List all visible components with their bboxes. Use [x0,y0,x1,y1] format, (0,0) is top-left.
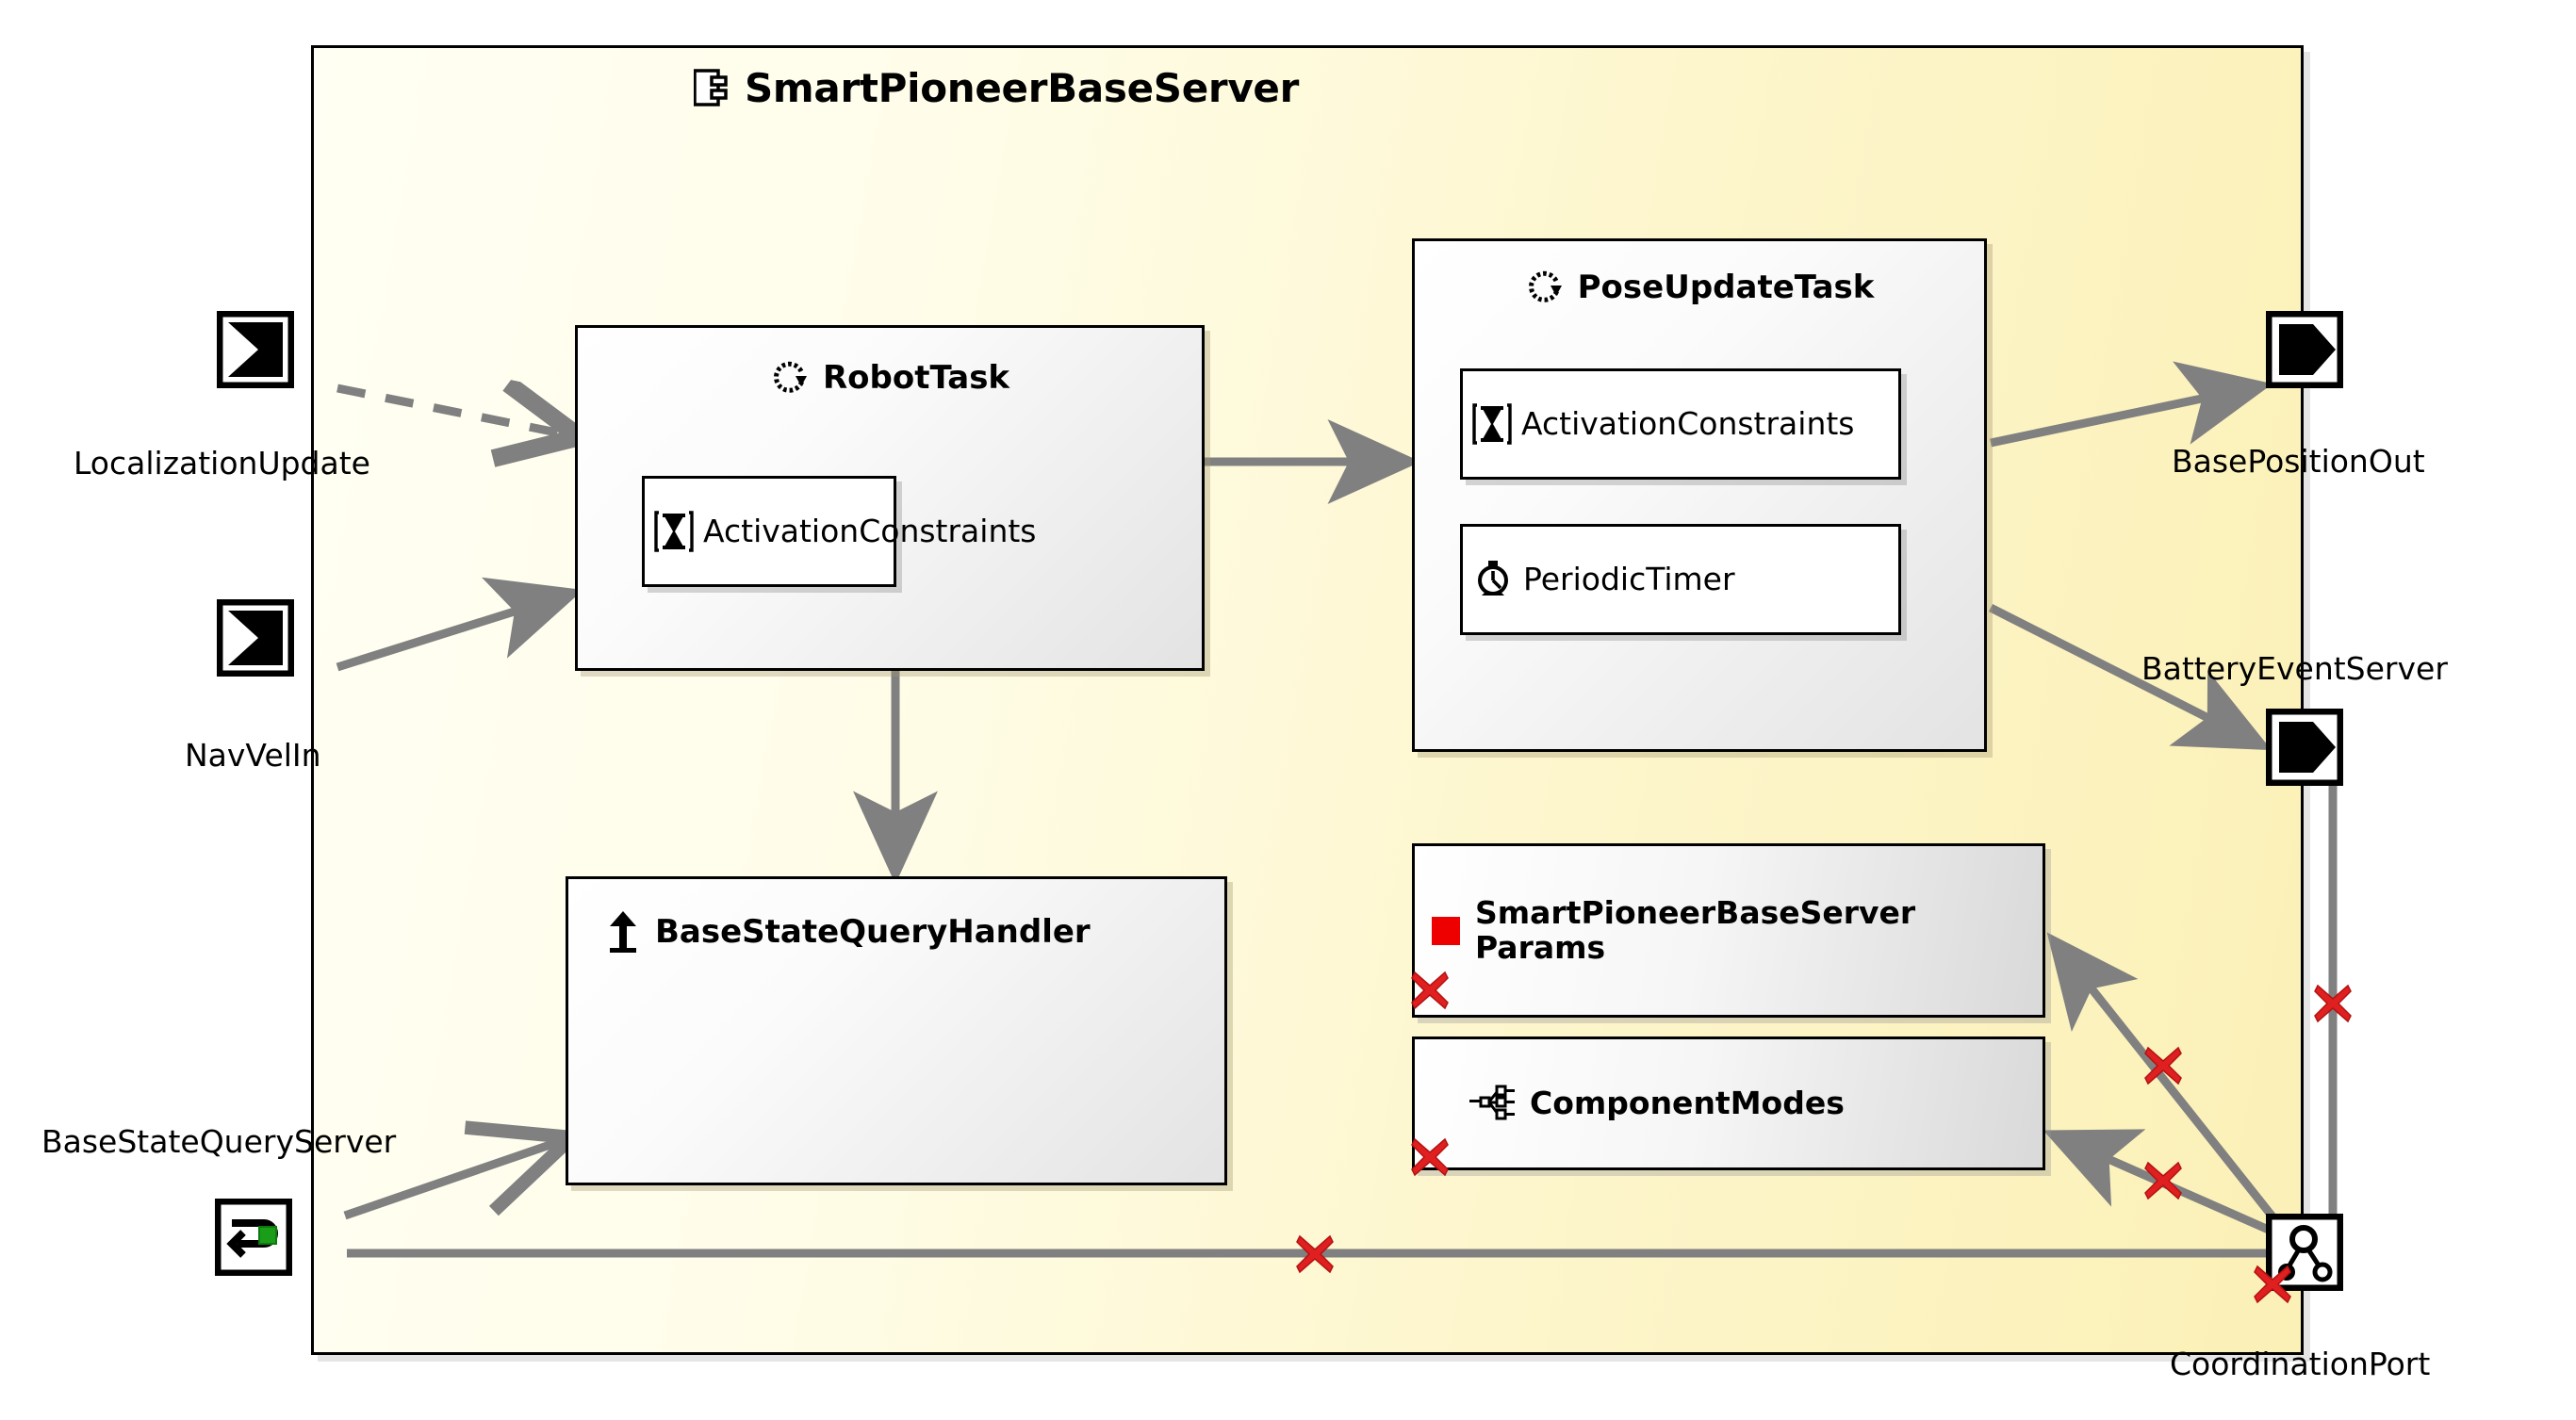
task-robottask[interactable]: RobotTask ActivationConstraints [575,325,1205,671]
cycle-activity-icon [770,358,810,398]
port-localizationupdate-label: LocalizationUpdate [74,445,370,481]
coordination-icon [2265,1213,2344,1292]
port-basestatequeryserver-label: BaseStateQueryServer [41,1123,397,1160]
nested-activationconstraints-robottask[interactable]: ActivationConstraints [642,476,1037,587]
nested-activationconstraints-label: ActivationConstraints [703,513,1037,550]
attribute-params-line2: Params [1475,928,1606,966]
attribute-componentmodes[interactable]: ComponentModes [1412,1036,2045,1170]
port-localizationupdate[interactable] [216,310,295,389]
stopwatch-icon [1472,558,1514,601]
cycle-activity-icon [1525,268,1565,307]
nested-periodictimer[interactable]: PeriodicTimer [1460,524,1901,635]
attribute-componentmodes-label: ComponentModes [1530,1084,1845,1121]
nested-activationconstraints-poseupdatetask[interactable]: ActivationConstraints [1460,368,1901,480]
port-navvelin[interactable] [216,598,295,677]
connector-localizationupdate-to-robottask [336,388,571,435]
component-title-bar: SmartPioneerBaseServer [0,45,1993,130]
input-port-icon [216,598,295,677]
output-port-icon [2265,708,2344,787]
task-robottask-header: RobotTask [578,358,1202,398]
hourglass-icon [654,510,694,553]
red-square-icon [1430,915,1462,947]
attribute-smartpioneerbaseserverparams[interactable]: SmartPioneerBaseServer Params [1412,843,2045,1018]
nested-activationconstraints-label: ActivationConstraints [1521,405,1855,443]
port-basepositionout[interactable] [2265,310,2344,389]
attribute-params-label: SmartPioneerBaseServer Params [1475,893,1916,966]
query-loop-icon [214,1198,293,1277]
port-basestatequeryserver[interactable] [214,1198,293,1277]
connector-navvelin-to-robottask [336,577,583,672]
task-basestatequeryhandler-header: BaseStateQueryHandler [604,909,1091,955]
attribute-params-line1: SmartPioneerBaseServer [1475,893,1916,931]
component-title: SmartPioneerBaseServer [744,64,1300,111]
hourglass-icon [1472,402,1512,446]
output-port-icon [2265,310,2344,389]
task-robottask-name: RobotTask [822,359,1010,397]
attribute-componentmodes-row: ComponentModes [1415,1039,2043,1167]
port-batteryeventserver-label: BatteryEventServer [2141,650,2448,687]
port-navvelin-label: NavVelIn [185,737,321,774]
component-icon [693,68,730,107]
attribute-params-row: SmartPioneerBaseServer Params [1415,846,2043,1015]
port-batteryeventserver[interactable] [2265,708,2344,787]
hierarchy-icon [1468,1083,1517,1124]
task-poseupdatetask[interactable]: PoseUpdateTask ActivationConstraints [1412,238,1987,752]
task-basestatequeryhandler[interactable]: BaseStateQueryHandler [566,876,1227,1185]
connector-poseupdatetask-to-batteryeventserver [1988,603,2272,751]
arrow-up-icon [604,909,642,955]
port-coordinationport[interactable] [2265,1213,2344,1292]
input-port-icon [216,310,295,389]
nested-periodictimer-label: PeriodicTimer [1523,561,1735,598]
task-basestatequeryhandler-name: BaseStateQueryHandler [655,913,1091,951]
task-poseupdatetask-header: PoseUpdateTask [1415,268,1984,307]
connector-poseupdatetask-to-basepositionout [1990,361,2273,448]
port-basepositionout-label: BasePositionOut [2172,443,2425,480]
task-poseupdatetask-name: PoseUpdateTask [1577,269,1875,306]
port-coordinationport-label: CoordinationPort [2170,1346,2431,1382]
connector-basestatequeryserver-to-handler [343,1120,588,1220]
